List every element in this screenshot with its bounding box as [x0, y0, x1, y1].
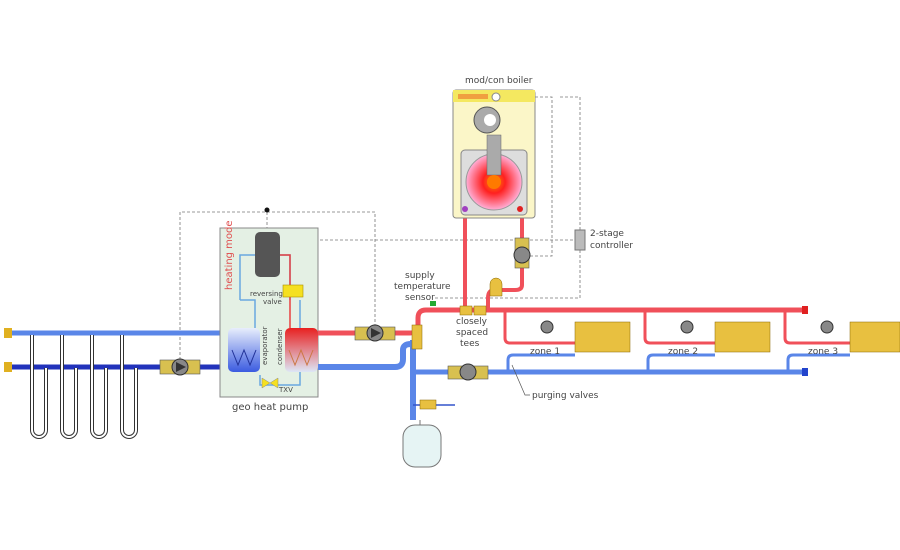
sensor-label-3: sensor — [405, 293, 435, 303]
controller-label: 2-stage — [590, 229, 624, 239]
two-stage-controller — [574, 229, 586, 251]
reversing-valve-label: reversing — [250, 290, 283, 298]
reversing-valve — [282, 284, 304, 298]
wiring-junction — [264, 207, 270, 213]
ground-loop-circulator — [159, 358, 201, 376]
sensor-label: supply — [405, 271, 435, 281]
heat-pump-label: geo heat pump — [232, 402, 308, 413]
return-circulator — [447, 363, 489, 381]
condenser-label: condenser — [276, 328, 284, 365]
purging-valves-leader — [511, 364, 530, 396]
reversing-valve-label-2: valve — [263, 298, 282, 306]
txv-valve — [261, 377, 279, 389]
expansion-tank — [402, 399, 442, 468]
tees-label-3: tees — [460, 339, 480, 349]
heat-pump-circulator — [354, 324, 396, 342]
boiler-label: mod/con boiler — [465, 76, 533, 86]
controller-label-2: controller — [590, 241, 633, 251]
zone-3 — [783, 310, 900, 372]
sensor-label-2: temperature — [394, 282, 451, 292]
tees-label-2: spaced — [456, 328, 488, 338]
zone-3-label: zone 3 — [808, 347, 838, 357]
zone-1-label: zone 1 — [530, 347, 560, 357]
air-separator — [489, 277, 503, 297]
zone-2 — [643, 310, 771, 372]
purging-valves-label: purging valves — [532, 391, 599, 401]
supply-temperature-sensor — [430, 301, 436, 306]
geo-heat-pump: heating mode reversing valve evaporator … — [219, 220, 319, 413]
heating-mode-label: heating mode — [224, 220, 235, 290]
zone-2-label: zone 2 — [668, 347, 698, 357]
evaporator-label: evaporator — [261, 326, 269, 365]
boiler-circulator — [513, 237, 531, 269]
ground-loop — [4, 328, 225, 439]
compressor — [255, 232, 280, 277]
zone-1 — [503, 310, 631, 372]
control-wiring — [179, 96, 581, 360]
tees-label: closely — [456, 317, 488, 327]
mod-con-boiler: mod/con boiler — [452, 76, 536, 219]
system-piping — [318, 218, 808, 420]
closely-spaced-tees — [411, 305, 487, 350]
txv-label: TXV — [278, 386, 293, 394]
